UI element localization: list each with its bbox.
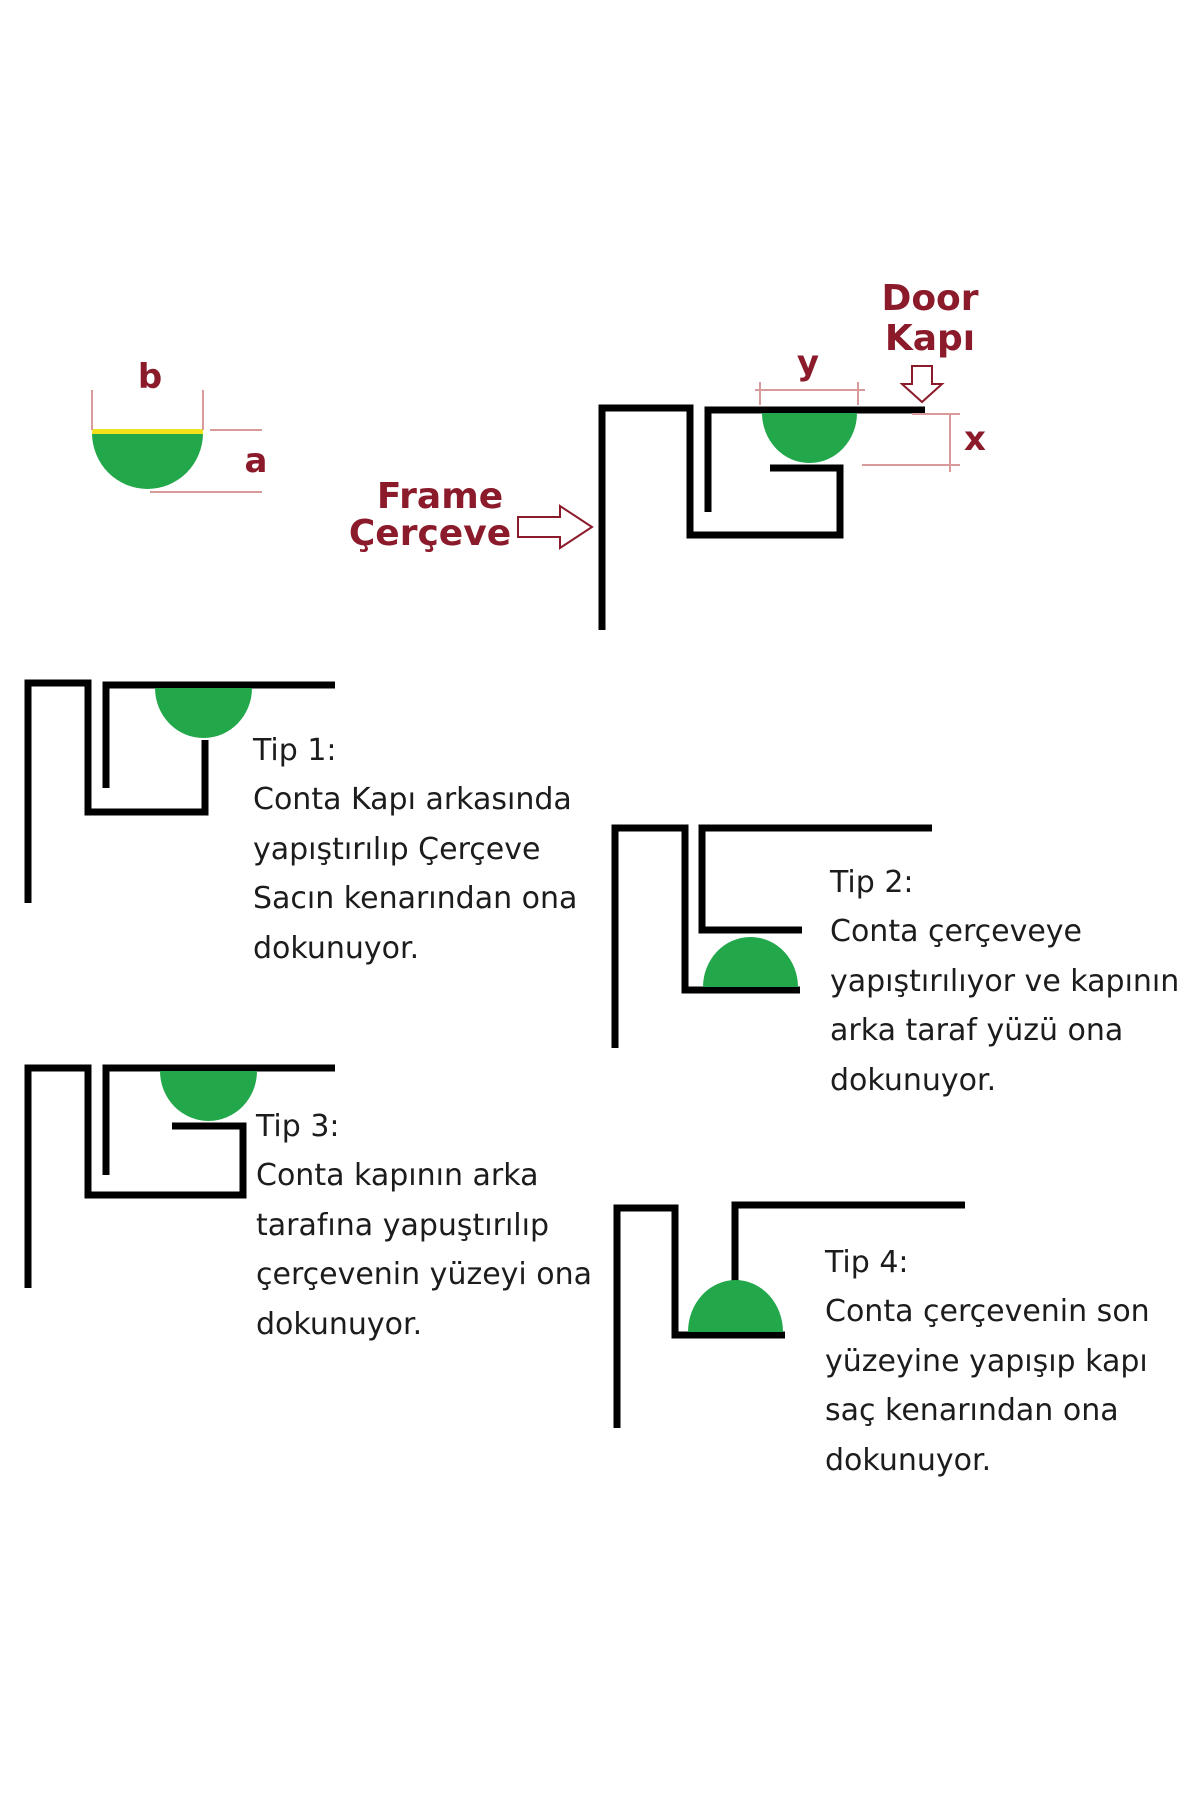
gasket-base-strip [92, 429, 203, 434]
door-label-tr: Kapı [885, 318, 975, 359]
tip-4-title: Tip 4: [824, 1245, 909, 1280]
frame-label-en: Frame [377, 476, 503, 517]
tip-2-title: Tip 2: [829, 865, 914, 900]
main-frame-door-diagram: y x Door Kapı Frame Çerçeve [349, 278, 986, 630]
tip-3-door-profile [102, 1064, 335, 1175]
tip-4-gasket [688, 1280, 783, 1332]
tip-2-frame-profile [611, 824, 800, 1048]
dim-a-label: a [245, 441, 268, 481]
tip-4-frame-profile [613, 1204, 785, 1428]
door-down-arrow-icon [899, 365, 945, 404]
tip-3-line-1: Conta kapının arka [256, 1158, 538, 1193]
tip-2-line-4: dokunuyor. [830, 1063, 996, 1098]
main-gasket [762, 413, 858, 463]
tip-1-gasket [155, 688, 252, 738]
dim-b-label: b [138, 357, 162, 397]
tip-4-line-3: saç kenarından ona [825, 1393, 1119, 1428]
frame-label-tr: Çerçeve [349, 513, 511, 554]
tip-4-line-2: yüzeyine yapışıp kapı [825, 1344, 1148, 1379]
dim-x-label: x [964, 419, 986, 459]
tip-1-frame-profile [24, 679, 209, 903]
tip-2-line-1: Conta çerçeveye [830, 914, 1082, 949]
tip-1-line-4: dokunuyor. [253, 931, 419, 966]
tip-3-gasket [160, 1071, 257, 1121]
dim-y-label: y [797, 343, 819, 383]
frame-right-arrow-icon [517, 504, 594, 550]
tip-3-title: Tip 3: [255, 1109, 340, 1144]
tip-3-line-4: dokunuyor. [256, 1307, 422, 1342]
tip-2-line-2: yapıştırılıyor ve kapının [830, 964, 1179, 999]
tip-1-line-1: Conta Kapı arkasında [253, 782, 572, 817]
tip-1-diagram: Tip 1: Conta Kapı arkasında yapıştırılıp… [24, 679, 577, 966]
tip-3-frame-profile [24, 1064, 247, 1288]
tip-1-door-profile [102, 681, 335, 788]
tip-1-title: Tip 1: [252, 733, 337, 768]
tip-1-line-3: Sacın kenarından ona [253, 881, 577, 916]
tip-3-line-2: tarafına yapuştırılıp [256, 1208, 549, 1243]
tip-2-line-3: arka taraf yüzü ona [830, 1013, 1123, 1048]
tip-3-diagram: Tip 3: Conta kapının arka tarafına yapuş… [24, 1064, 592, 1342]
door-label-en: Door [881, 278, 978, 319]
door-profile [704, 406, 925, 512]
tip-2-door-profile [698, 824, 932, 934]
tip-2-diagram: Tip 2: Conta çerçeveye yapıştırılıyor ve… [611, 824, 1179, 1098]
tip-2-gasket [703, 937, 798, 987]
tip-3-line-3: çerçevenin yüzeyi ona [256, 1257, 592, 1292]
tip-4-diagram: Tip 4: Conta çerçevenin son yüzeyine yap… [613, 1201, 1150, 1478]
gasket-cross-section: b a [91, 357, 268, 493]
tip-4-line-4: dokunuyor. [825, 1443, 991, 1478]
tip-1-line-2: yapıştırılıp Çerçeve [253, 832, 540, 867]
tip-4-line-1: Conta çerçevenin son [825, 1294, 1150, 1329]
gasket-profile-shape [92, 433, 203, 490]
tip-4-door-profile [731, 1201, 965, 1290]
frame-profile [598, 404, 844, 630]
